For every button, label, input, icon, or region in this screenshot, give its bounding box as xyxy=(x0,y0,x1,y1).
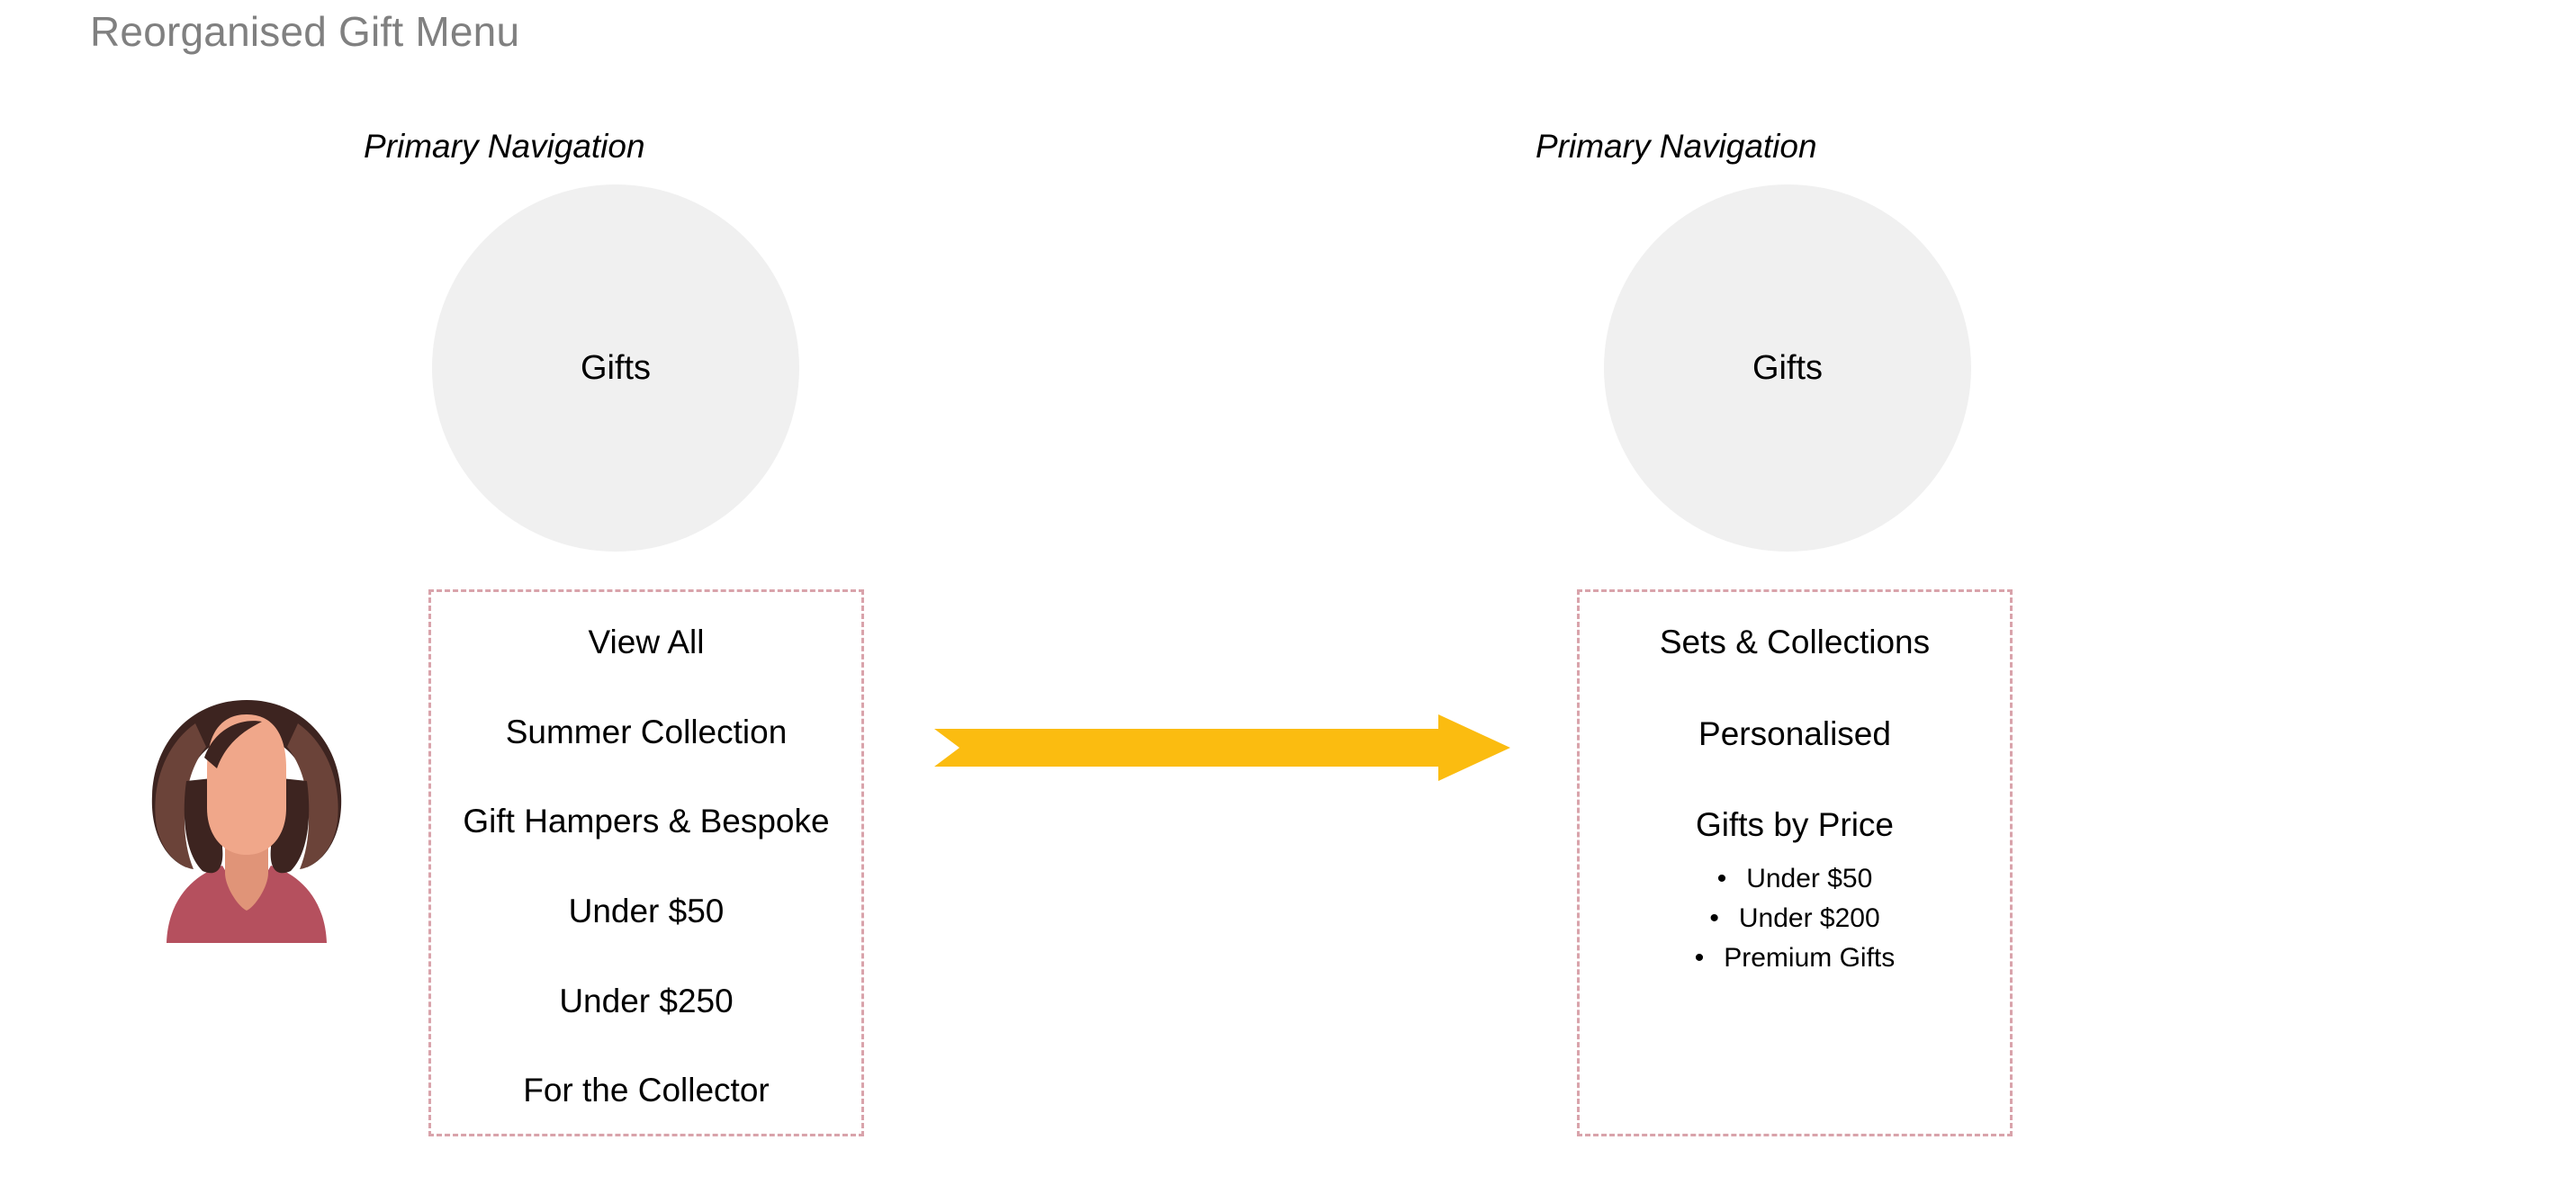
primary-navigation-label-after: Primary Navigation xyxy=(1536,128,1817,165)
gifts-circle-after: Gifts xyxy=(1604,184,1971,552)
user-avatar-icon xyxy=(151,700,342,943)
bullet-icon: • xyxy=(1716,863,1727,893)
primary-navigation-label-before: Primary Navigation xyxy=(364,128,645,165)
menu-item[interactable]: Summer Collection xyxy=(505,713,788,750)
menu-group: Gifts by Price • Under $50 • Under $200 … xyxy=(1580,805,2010,977)
page-title: Reorganised Gift Menu xyxy=(90,8,520,55)
menu-item[interactable]: For the Collector xyxy=(523,1072,770,1109)
menu-item[interactable]: View All xyxy=(588,624,705,660)
sub-menu-item-label: Under $200 xyxy=(1738,902,1880,933)
sub-menu-item-label: Under $50 xyxy=(1746,863,1873,893)
menu-item[interactable]: Sets & Collections xyxy=(1659,624,1931,660)
gifts-circle-label-before: Gifts xyxy=(580,349,652,387)
menu-group: Sets & Collections xyxy=(1580,623,2010,662)
menu-item[interactable]: Under $50 xyxy=(568,892,725,929)
sub-menu-list: • Under $50 • Under $200 • Premium Gifts xyxy=(1580,859,2010,977)
menu-panel-before: View All Summer Collection Gift Hampers … xyxy=(428,589,864,1136)
sub-menu-item[interactable]: • Under $50 xyxy=(1717,859,1873,899)
menu-group: Personalised xyxy=(1580,714,2010,754)
gifts-circle-label-after: Gifts xyxy=(1752,349,1824,387)
menu-item[interactable]: Personalised xyxy=(1698,714,1891,752)
bullet-icon: • xyxy=(1694,942,1705,973)
right-arrow-icon xyxy=(934,714,1510,781)
menu-item[interactable]: Under $250 xyxy=(559,982,734,1019)
sub-menu-item-label: Premium Gifts xyxy=(1724,942,1896,973)
menu-panel-after: Sets & Collections Personalised Gifts by… xyxy=(1577,589,2013,1136)
gifts-circle-before: Gifts xyxy=(432,184,799,552)
sub-menu-item[interactable]: • Under $200 xyxy=(1709,899,1879,938)
sub-menu-item[interactable]: • Premium Gifts xyxy=(1695,938,1896,978)
menu-item[interactable]: Gift Hampers & Bespoke xyxy=(463,803,830,840)
menu-item[interactable]: Gifts by Price xyxy=(1696,806,1894,844)
bullet-icon: • xyxy=(1709,902,1719,933)
